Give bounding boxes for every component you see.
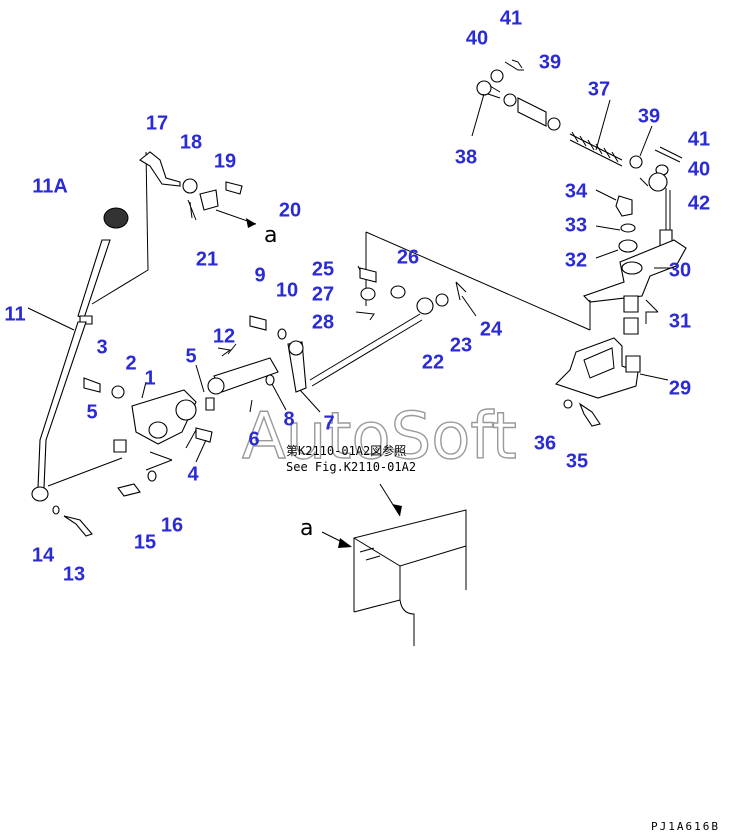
callout-39: 39 (638, 105, 660, 127)
callout-11: 11 (4, 303, 25, 325)
pin-24 (455, 281, 467, 301)
bolt-25 (359, 267, 377, 283)
nut-40-top (490, 69, 504, 83)
callout-28: 28 (312, 311, 334, 333)
nut-23 (435, 293, 449, 307)
bracket-29 (554, 337, 639, 399)
bushing-31a (623, 295, 639, 313)
pin-21 (187, 199, 197, 221)
fitting-34 (615, 195, 633, 217)
reference-line-1: 第K2110-01A2図参照 (286, 443, 406, 458)
bushing-5-upper (205, 397, 215, 411)
callout-41: 41 (688, 128, 710, 150)
pin-12 (217, 347, 232, 357)
figure-code: PJ1A616B (651, 820, 720, 833)
callout-32: 32 (565, 249, 587, 271)
callout-13: 13 (63, 563, 85, 585)
reference-panel: 第K2110-01A2図参照 See Fig.K2110-01A2 (286, 443, 467, 646)
callout-34: 34 (565, 180, 588, 202)
callout-12: 12 (213, 325, 235, 347)
bolt-35 (578, 402, 601, 427)
callout-10: 10 (276, 279, 298, 301)
callout-29: 29 (669, 377, 691, 399)
arrow-letter-bottom: a (300, 516, 313, 541)
right-lever-assembly (554, 195, 687, 427)
bushing-31b (623, 317, 639, 335)
callout-35: 35 (566, 450, 588, 472)
callout-3: 3 (96, 336, 107, 358)
joint-19 (199, 189, 219, 211)
callout-19: 19 (214, 150, 236, 172)
callout-1: 1 (144, 367, 155, 389)
callout-40: 40 (688, 158, 710, 180)
callout-15: 15 (134, 531, 156, 553)
callout-30: 30 (669, 259, 691, 281)
callout-7: 7 (323, 412, 334, 434)
nut-18 (182, 178, 198, 194)
watermark: AutoSoft (242, 400, 517, 474)
callout-9: 9 (254, 264, 265, 286)
knob-11A (103, 207, 129, 229)
washer-10 (277, 328, 287, 340)
callout-11A: 11A (32, 175, 68, 197)
callout-8: 8 (283, 408, 294, 430)
callout-14: 14 (32, 544, 55, 566)
lever-11 (37, 321, 87, 489)
bolt-3 (83, 377, 101, 393)
washer-36 (563, 399, 573, 409)
control-lever (31, 151, 257, 537)
bolt-13 (63, 515, 93, 537)
reference-line-2: See Fig.K2110-01A2 (286, 460, 416, 474)
bushing-5-lower (113, 439, 127, 453)
pin-8 (265, 374, 275, 386)
callout-31: 31 (669, 310, 691, 332)
nut-26 (390, 285, 406, 299)
rod-assembly (476, 59, 683, 230)
nut-27 (360, 287, 376, 301)
callout-5: 5 (185, 345, 196, 367)
middle-linkage (309, 267, 467, 387)
callout-22: 22 (422, 351, 444, 373)
callout-33: 33 (565, 214, 587, 236)
callout-21: 21 (196, 248, 218, 270)
callout-26: 26 (397, 246, 419, 268)
nut-2 (111, 385, 125, 399)
bolt-9 (249, 315, 267, 331)
callout-6: 6 (248, 428, 259, 450)
pin-28 (355, 311, 375, 321)
callout-42: 42 (688, 192, 710, 214)
callout-41: 41 (500, 7, 522, 29)
callout-25: 25 (312, 258, 334, 280)
callout-40: 40 (466, 27, 488, 49)
callout-27: 27 (312, 283, 334, 305)
washer-16 (147, 470, 157, 482)
callout-17: 17 (146, 112, 168, 134)
leader-lines (27, 93, 674, 463)
callout-16: 16 (161, 514, 183, 536)
callout-37: 37 (588, 78, 610, 100)
callout-20: 20 (279, 199, 301, 221)
callout-38: 38 (455, 146, 477, 168)
rod-17 (139, 151, 181, 187)
callout-5: 5 (86, 401, 97, 423)
callout-23: 23 (450, 334, 472, 356)
callout-39: 39 (539, 51, 561, 73)
washer-32 (618, 239, 638, 253)
joint-22 (416, 297, 434, 315)
ring-33 (620, 223, 636, 233)
callout-24: 24 (480, 318, 503, 340)
shaft-assembly (83, 315, 307, 497)
callout-18: 18 (180, 131, 202, 153)
callout-4: 4 (187, 463, 199, 485)
callout-2: 2 (125, 352, 136, 374)
callout-36: 36 (534, 432, 556, 454)
bolt-15 (117, 483, 141, 497)
fitting-4 (195, 427, 213, 443)
arrow-letter-top: a (264, 223, 277, 248)
washer-14 (52, 505, 60, 515)
bolt-20 (225, 181, 243, 195)
